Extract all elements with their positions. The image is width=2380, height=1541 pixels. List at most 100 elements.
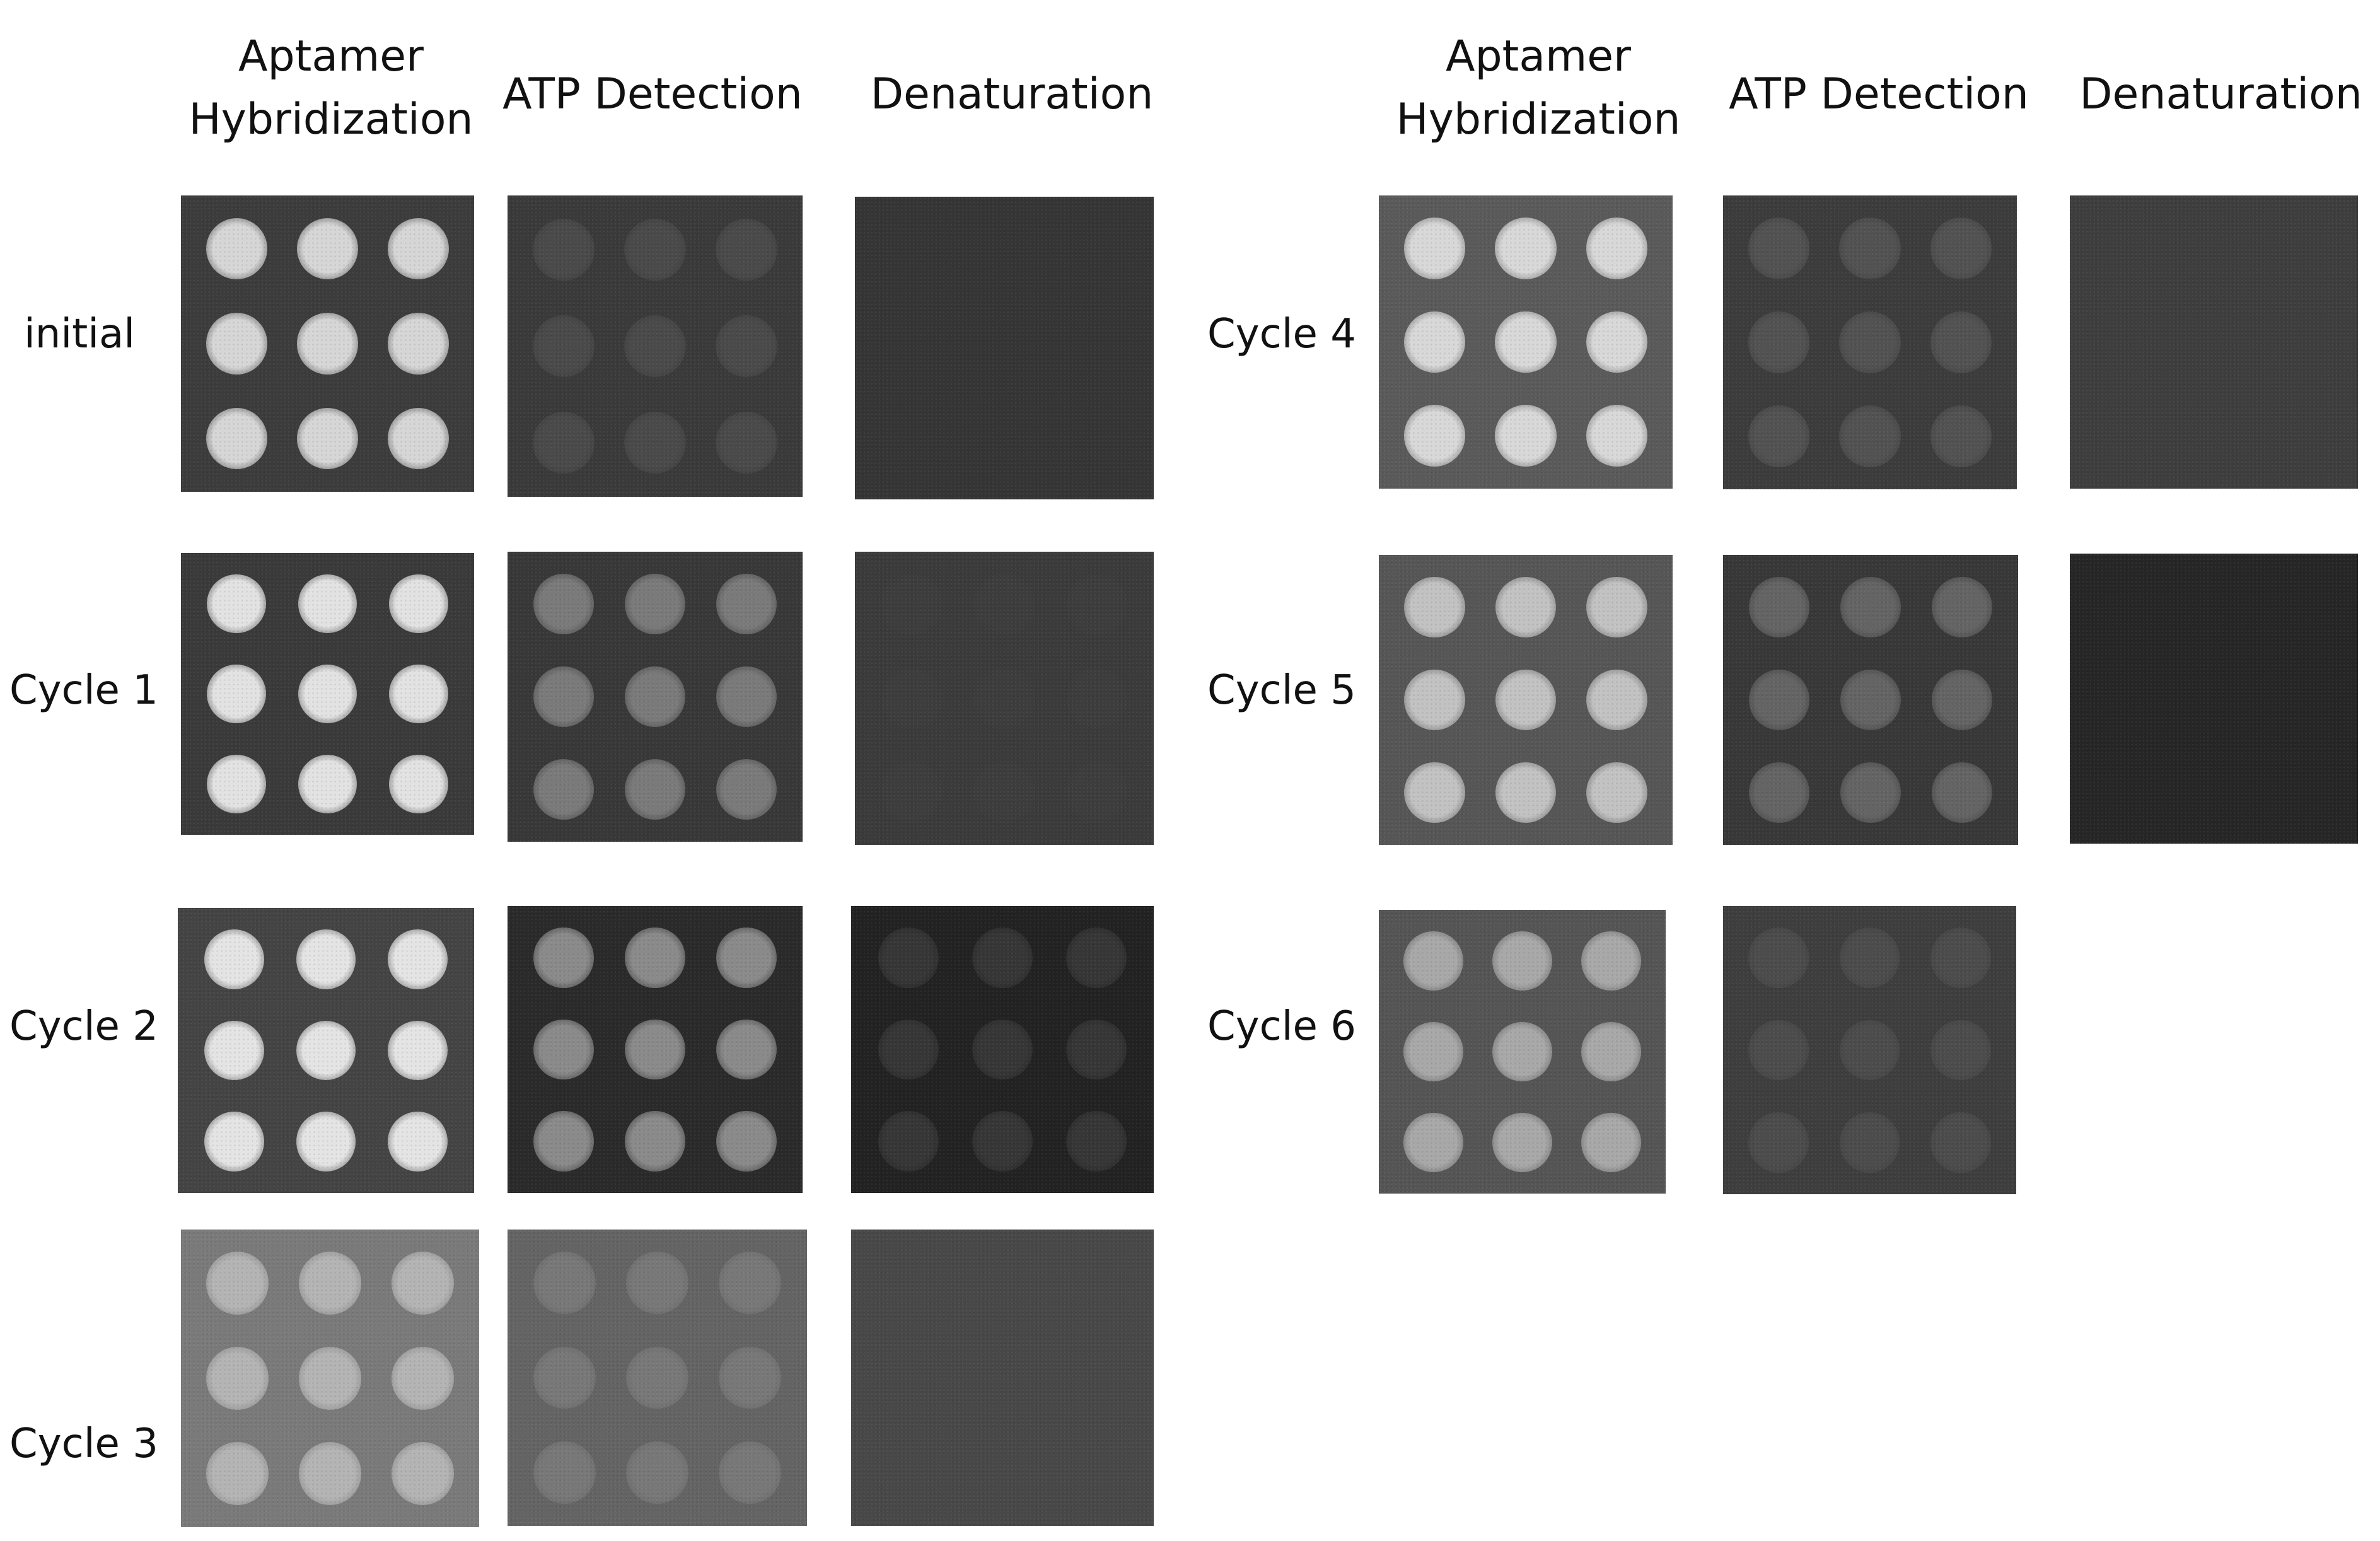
spot (533, 759, 595, 820)
spot (296, 1112, 356, 1172)
spot (719, 1346, 782, 1409)
spot (1840, 576, 1901, 638)
spot (1748, 576, 1810, 638)
spot (296, 218, 359, 280)
spot (1931, 762, 1993, 823)
spot (626, 1441, 688, 1504)
spot (532, 218, 595, 281)
spot (878, 928, 939, 988)
spot (715, 315, 778, 378)
spot (1839, 1020, 1900, 1081)
spot (296, 407, 359, 470)
spot (1581, 931, 1641, 991)
spot (1748, 311, 1810, 373)
spot (206, 1252, 269, 1315)
spot (624, 315, 687, 378)
spot (532, 315, 595, 378)
micrograph-cycle-5-aptamer-hybridization (1379, 555, 1673, 845)
spot (388, 1112, 448, 1172)
spot (1403, 311, 1466, 373)
row-label-initial: initial (24, 311, 135, 358)
noise-texture (508, 906, 803, 1193)
spot (1930, 405, 1992, 468)
spot (624, 573, 686, 635)
micrograph-cycle-5-atp-detection (1723, 555, 2018, 845)
spot (204, 1112, 264, 1172)
spot (206, 313, 268, 375)
spot (296, 929, 356, 989)
spot (878, 1111, 939, 1172)
spot (1495, 669, 1557, 731)
spot (1492, 1112, 1552, 1173)
spot (1930, 311, 1992, 373)
micrograph-initial-atp-detection (508, 195, 803, 497)
row-label-cycle-2: Cycle 2 (9, 1003, 158, 1050)
spot (624, 218, 687, 281)
spot (1581, 1112, 1641, 1173)
spot (1839, 217, 1901, 279)
spot (1495, 576, 1557, 638)
micrograph-cycle-4-atp-detection (1723, 195, 2017, 489)
header-denaturation-right: Denaturation (2079, 69, 2362, 119)
spot (1839, 928, 1900, 989)
spot (533, 1019, 594, 1080)
spot (1586, 217, 1648, 279)
spot (533, 928, 594, 988)
micrograph-cycle-2-aptamer-hybridization (178, 908, 474, 1193)
spot (624, 759, 686, 820)
micrograph-cycle-1-denaturation (855, 552, 1154, 845)
spot (533, 666, 595, 728)
spot (1748, 1020, 1809, 1081)
spot (972, 1019, 1033, 1080)
spot (1586, 405, 1648, 467)
spot (387, 218, 450, 280)
spot (1586, 311, 1648, 373)
spot (1495, 311, 1557, 373)
spot (716, 1019, 777, 1080)
spot (298, 574, 357, 634)
spot (625, 928, 685, 988)
spot (298, 664, 357, 724)
spot (1495, 762, 1557, 823)
noise-texture (181, 553, 474, 835)
spot (1404, 576, 1465, 638)
spot (388, 574, 448, 634)
micrograph-initial-aptamer-hybridization (181, 195, 474, 492)
spot (1404, 762, 1465, 823)
spot (298, 1252, 362, 1315)
header-atp-detection-left: ATP Detection (502, 69, 803, 119)
spot (881, 761, 943, 823)
noise-texture (855, 197, 1154, 499)
noise-texture (851, 1230, 1154, 1526)
spot (624, 666, 686, 728)
row-label-cycle-1: Cycle 1 (9, 667, 158, 714)
spot (624, 411, 687, 474)
spot (1066, 761, 1128, 823)
spot (204, 929, 264, 989)
spot (387, 407, 450, 470)
spot (972, 928, 1033, 988)
micrograph-cycle-2-atp-detection (508, 906, 803, 1193)
spot (1403, 405, 1466, 467)
spot (719, 1252, 782, 1314)
row-label-cycle-6: Cycle 6 (1207, 1003, 1356, 1050)
spot (1748, 1112, 1809, 1173)
spot (388, 754, 448, 814)
spot (1066, 667, 1128, 730)
spot (391, 1442, 454, 1505)
spot (1586, 576, 1647, 638)
spot (533, 1346, 596, 1409)
spot (1403, 1112, 1463, 1173)
spot (532, 411, 595, 474)
micrograph-cycle-6-aptamer-hybridization (1379, 910, 1666, 1194)
spot (716, 928, 777, 988)
spot (715, 411, 778, 474)
spot (716, 1111, 777, 1172)
spot (972, 1111, 1033, 1172)
spot (1931, 669, 1993, 731)
spot (207, 754, 267, 814)
spot (1492, 931, 1552, 991)
noise-texture (855, 552, 1154, 845)
spot (1930, 1020, 1991, 1081)
noise-texture (851, 906, 1154, 1193)
